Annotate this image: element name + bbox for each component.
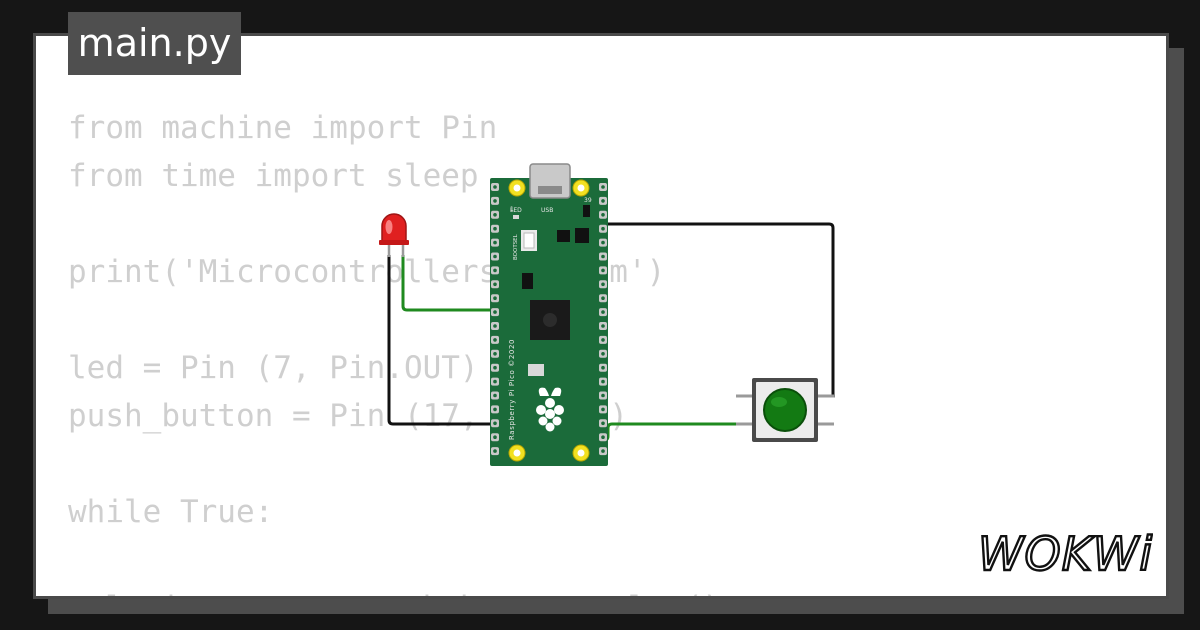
bootsel-button-cap — [523, 232, 535, 249]
code-line: from time import sleep — [68, 158, 479, 194]
red-led[interactable] — [379, 213, 409, 257]
button-signal-wire — [600, 422, 752, 442]
raspberry-pi-pico-board[interactable]: 1 39 LED USB BOOTSEL Raspberry Pi Pico ©… — [490, 163, 608, 466]
board-pin-hole — [601, 393, 605, 398]
board-pin-hole — [601, 310, 605, 314]
board-pin-hole — [601, 199, 605, 203]
board-pin-hole — [601, 365, 605, 370]
raspberry-logo-icon — [536, 387, 564, 432]
mounting-hole-center — [513, 184, 521, 192]
board-pin-hole — [493, 296, 497, 301]
board-pin-hole — [493, 407, 497, 412]
usb-label: USB — [541, 207, 553, 214]
board-pin-hole — [493, 338, 497, 342]
led-label: LED — [510, 207, 522, 214]
mounting-hole-center — [577, 184, 585, 192]
bootsel-label: BOOTSEL — [513, 233, 519, 260]
board-pin-hole — [493, 365, 497, 370]
smd-component — [557, 230, 570, 242]
board-pin-hole — [493, 240, 497, 245]
led-highlight — [385, 220, 393, 234]
board-pin-hole — [493, 213, 497, 217]
wokwi-logo-text: WOKWi — [978, 527, 1153, 581]
smd-component — [583, 205, 590, 217]
mounting-hole-center — [577, 449, 585, 457]
pin-1-label: 1 — [510, 206, 514, 213]
board-pin-hole — [601, 296, 605, 301]
code-line: led = Pin (7, Pin.OUT) — [68, 350, 479, 386]
code-line: logic_state = push_button.value() — [68, 584, 721, 596]
board-pin-hole — [601, 407, 605, 412]
smd-component — [522, 273, 533, 289]
board-pin-hole — [493, 254, 497, 259]
board-label: Raspberry Pi Pico ©2020 — [508, 339, 516, 440]
onboard-led — [513, 215, 519, 219]
board-pin-hole — [601, 226, 605, 231]
board-pin-hole — [493, 352, 497, 356]
board-pin-hole — [601, 268, 605, 273]
board-pin-hole — [493, 226, 497, 231]
board-pin-hole — [493, 268, 497, 273]
board-pin-hole — [601, 324, 605, 328]
board-pin-hole — [601, 213, 605, 217]
board-pin-hole — [493, 449, 497, 453]
pin-39-label: 39 — [584, 197, 592, 204]
push-button[interactable] — [736, 378, 834, 442]
board-pin-hole — [493, 379, 497, 384]
board-pin-hole — [601, 421, 605, 426]
board-pin-hole — [601, 449, 605, 453]
board-pin-hole — [601, 185, 605, 189]
board-pin-hole — [493, 393, 497, 398]
board-pin-hole — [493, 310, 497, 314]
board-pin-hole — [493, 435, 497, 440]
board-pin-hole — [601, 254, 605, 259]
wokwi-logo: WOKWi — [978, 526, 1153, 582]
board-pins — [491, 183, 607, 456]
board-pin-hole — [493, 185, 497, 189]
button-power-wire — [594, 212, 835, 398]
chip-logo — [543, 313, 557, 327]
led-anode-wire — [401, 255, 498, 312]
led-rim — [379, 240, 409, 245]
button-cap-highlight — [771, 397, 787, 407]
board-pin-hole — [493, 421, 497, 426]
mounting-hole-center — [513, 449, 521, 457]
board-pin-hole — [601, 352, 605, 356]
code-line: from machine import Pin — [68, 110, 498, 146]
led-cathode-wire — [387, 255, 498, 426]
board-pin-hole — [601, 338, 605, 342]
board-pin-hole — [601, 435, 605, 440]
smd-component — [575, 228, 589, 243]
board-pin-hole — [493, 324, 497, 328]
code-line: while True: — [68, 494, 274, 530]
board-pin-hole — [493, 199, 497, 203]
smd-component — [528, 364, 544, 376]
board-pin-hole — [601, 282, 605, 287]
file-tab[interactable]: main.py — [68, 12, 241, 75]
button-cap — [763, 388, 807, 432]
board-pin-hole — [601, 240, 605, 245]
board-pin-hole — [601, 379, 605, 384]
usb-port-opening — [538, 186, 562, 194]
board-pin-hole — [493, 282, 497, 287]
